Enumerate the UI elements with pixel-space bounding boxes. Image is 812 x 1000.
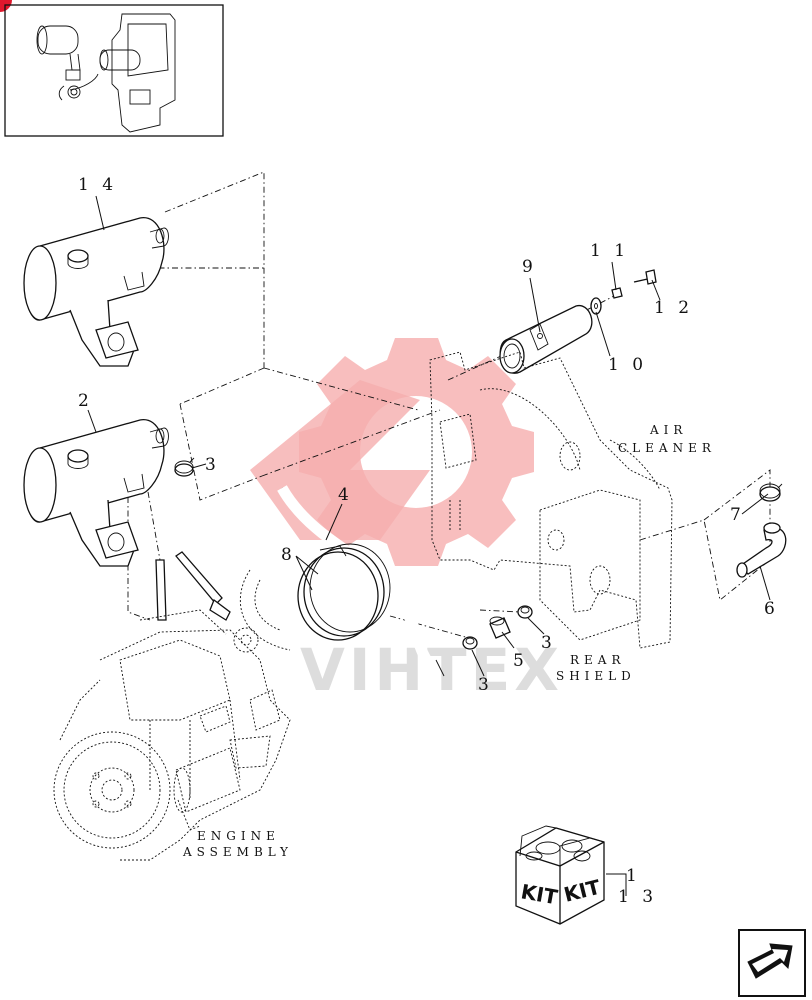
exhaust-bracket (155, 551, 231, 621)
area-labels: AIR CLEANER REAR SHIELD ENGINE ASSEMBLY (182, 423, 716, 859)
engine-assembly (53, 609, 291, 861)
callout-2: 2 (78, 391, 93, 411)
clamp-center (462, 636, 478, 650)
air-cleaner-element (499, 305, 593, 374)
clamp-right (517, 605, 533, 619)
hose-clamp-small (759, 483, 783, 502)
callout-3-right: 3 (541, 633, 556, 653)
callout-5: 5 (513, 651, 528, 671)
callout-8: 8 (281, 545, 296, 565)
callout-14: 1 4 (78, 175, 117, 195)
label-assembly: ASSEMBLY (182, 845, 293, 859)
clamp-left (174, 457, 195, 477)
label-shield: SHIELD (556, 669, 636, 683)
label-cleaner: CLEANER (618, 441, 716, 455)
callout-1: 1 (626, 866, 641, 886)
washer (590, 297, 602, 315)
callout-6: 6 (764, 599, 779, 619)
callout-12: 1 2 (654, 298, 693, 318)
label-rear: REAR (570, 653, 626, 667)
elbow-hose (736, 522, 787, 578)
callout-4: 4 (338, 485, 353, 505)
sleeve (489, 616, 511, 639)
label-air: AIR (649, 423, 687, 437)
corner-badge-icon (0, 0, 12, 12)
callouts: 1 4 2 3 4 8 9 1 1 1 2 1 0 7 6 3 5 3 1 1 … (78, 175, 779, 907)
arrow-next-icon[interactable] (738, 929, 806, 997)
intake-hose (277, 485, 445, 677)
hose-clamp-bands (239, 543, 391, 651)
leader-lines (87, 195, 771, 896)
callout-7: 7 (730, 505, 745, 525)
callout-3-left: 3 (205, 455, 220, 475)
callout-13: 1 3 (618, 887, 657, 907)
muffler-upper (23, 217, 169, 367)
callout-9: 9 (522, 257, 537, 277)
callout-3-center: 3 (478, 675, 493, 695)
label-engine: ENGINE (197, 829, 280, 843)
rear-shield-housing (429, 351, 673, 649)
kit-box: KIT KIT (515, 825, 605, 925)
nut (611, 287, 623, 299)
bolt (633, 269, 657, 285)
watermark-logo: VIHTEX (250, 338, 559, 704)
callout-10: 1 0 (608, 355, 647, 375)
muffler-lower (23, 419, 169, 567)
inset-thumbnail (4, 4, 224, 137)
callout-11: 1 1 (590, 241, 629, 261)
